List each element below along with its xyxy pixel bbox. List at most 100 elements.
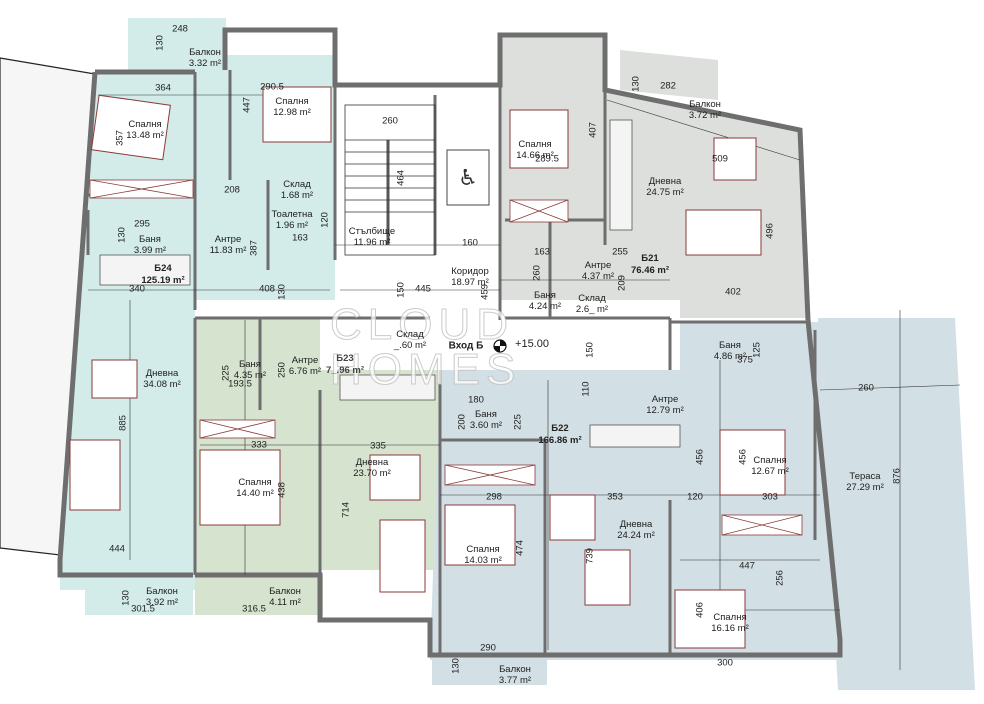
dimension: 714 <box>340 502 352 518</box>
dimension: 444 <box>109 543 125 555</box>
dimension: 876 <box>891 468 903 484</box>
dimension: 260 <box>531 265 543 281</box>
dimension: 447 <box>739 560 755 572</box>
dimension: 130 <box>450 658 462 674</box>
dimension: 364 <box>155 82 171 94</box>
room-label-b23-storage: Склад_.60 m² <box>393 329 427 351</box>
dimension: 209 <box>616 275 628 291</box>
dimension: 282 <box>660 80 676 92</box>
dimension: 301.5 <box>131 603 155 615</box>
dimension: 335 <box>370 440 386 452</box>
dimension: 120 <box>687 491 703 503</box>
dimension: 333 <box>251 439 267 451</box>
dimension: 130 <box>116 227 128 243</box>
dimension: 130 <box>154 35 166 51</box>
dimension: 300 <box>717 657 733 669</box>
dimension: 445 <box>415 283 431 295</box>
dimension: 340 <box>129 283 145 295</box>
dimension: 885 <box>117 415 129 431</box>
dimension: 303 <box>762 491 778 503</box>
dimension: 260 <box>858 382 874 394</box>
dimension: 438 <box>276 482 288 498</box>
dimension: 496 <box>764 223 776 239</box>
dimension: 456 <box>694 449 706 465</box>
dimension: 130 <box>630 76 642 92</box>
dimension: 402 <box>725 286 741 298</box>
svg-text:♿: ♿ <box>458 166 478 191</box>
dimension: 298 <box>486 491 502 503</box>
entrance-label: Вход Б <box>448 340 484 352</box>
dimension: 110 <box>580 381 592 397</box>
dimension: 290 <box>480 642 496 654</box>
dimension: 447 <box>241 97 253 113</box>
dimension: 290.5 <box>260 81 284 93</box>
level-mark: +15.00 <box>515 338 549 350</box>
dimension: 120 <box>319 212 331 228</box>
dimension: 407 <box>587 122 599 138</box>
dimension: 459 <box>479 284 491 300</box>
dimension: 406 <box>694 602 706 618</box>
dimension: 150 <box>584 342 596 358</box>
dimension: 125 <box>751 342 763 358</box>
dimension: 163 <box>292 232 308 244</box>
dimension: 248 <box>172 23 188 35</box>
dimension: 353 <box>607 491 623 503</box>
dimension: 260 <box>382 115 398 127</box>
dimension: 464 <box>395 170 407 186</box>
dimension: 130 <box>276 284 288 300</box>
dimension: 456 <box>737 449 749 465</box>
dimension: 150 <box>395 282 407 298</box>
watermark-line1: CLOUD <box>329 300 515 350</box>
dimension: 160 <box>462 237 478 249</box>
dimension: 255 <box>612 246 628 258</box>
dimension: 375 <box>737 354 753 366</box>
dimension: 208 <box>224 184 240 196</box>
dimension: 180 <box>468 394 484 406</box>
dimension: 739 <box>584 548 596 564</box>
dimension: 256 <box>774 570 786 586</box>
dimension: 130 <box>120 590 132 606</box>
dimension: 474 <box>514 540 526 556</box>
dimension: 225 <box>512 414 524 430</box>
dimension: 295 <box>134 218 150 230</box>
watermark-line2: HOMES <box>329 345 522 395</box>
dimension: 250 <box>276 362 288 378</box>
dimension: 387 <box>248 240 260 256</box>
dimension: 289.5 <box>535 153 559 165</box>
dimension: 357 <box>114 130 126 146</box>
dimension: 163 <box>534 246 550 258</box>
